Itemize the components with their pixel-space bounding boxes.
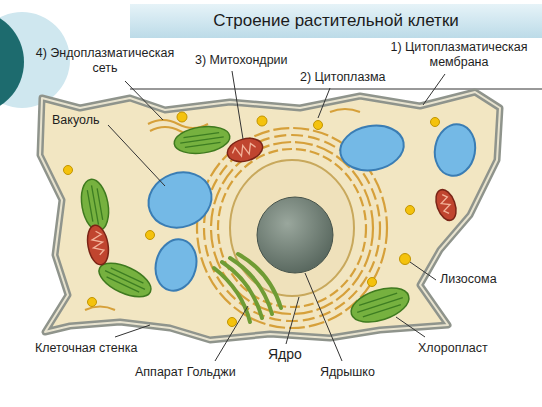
cristae [91, 230, 105, 255]
golgi-cisterna [222, 262, 262, 318]
cristae [231, 142, 257, 158]
thylakoids [355, 292, 404, 318]
leader-line [286, 297, 299, 344]
lysosomes [64, 112, 440, 327]
mitochondrion [225, 135, 265, 166]
label-slot: Аппарат Гольджи [135, 365, 236, 380]
chloroplast [172, 123, 231, 157]
title-band [130, 4, 542, 38]
label-slot: Хлоропласт [418, 341, 488, 356]
lysosome [257, 116, 267, 126]
label-slot: Лизосома [440, 272, 497, 287]
title-slot: Строение растительной клетки [130, 11, 542, 30]
cristae [438, 193, 452, 215]
label-slot: 2) Цитоплазма [300, 70, 386, 85]
label-slot: 3) Митохондрии [195, 53, 288, 68]
er-strand [330, 109, 360, 112]
vacuole [431, 121, 479, 179]
leader-line [396, 317, 425, 337]
mitochondrion-body [225, 135, 265, 166]
er-strand [85, 307, 115, 311]
part-label: 4) Эндоплазматическая сеть [25, 46, 185, 76]
leader-line [215, 306, 248, 361]
er-ring [218, 149, 366, 307]
part-label: Аппарат Гольджи [135, 365, 236, 380]
part-label: Клеточная стенка [35, 341, 137, 356]
lysosome [431, 118, 440, 127]
lysosome [406, 206, 415, 215]
leader-line [232, 71, 243, 139]
cell-membrane [40, 92, 500, 340]
label-slot: Клеточная стенка [35, 341, 137, 356]
er-strands [85, 109, 360, 310]
chloroplast-body [172, 123, 231, 157]
mitochondrion [432, 187, 460, 223]
part-label: 3) Митохондрии [195, 53, 288, 68]
vacuole [337, 121, 408, 175]
leader-line [410, 262, 436, 280]
lysosome [64, 166, 73, 175]
nucleolus [257, 197, 333, 273]
thylakoids [180, 132, 225, 148]
part-label: Ядро [268, 347, 302, 362]
decor-circle [0, 10, 24, 114]
part-label: 2) Цитоплазма [300, 70, 386, 85]
leader-line [115, 325, 150, 337]
label-slot: 1) Цитоплазматическая мембрана [380, 40, 538, 70]
thylakoids [103, 266, 147, 294]
mitochondrion-body [85, 224, 112, 267]
thylakoids [87, 184, 104, 225]
part-label: Ядрышко [320, 365, 375, 380]
leader-line [423, 74, 445, 105]
part-label: Хлоропласт [418, 341, 488, 356]
lysosome [368, 278, 377, 287]
leader-line [305, 273, 342, 361]
lysosome [400, 254, 411, 265]
label-slot: 4) Эндоплазматическая сеть [25, 46, 185, 76]
lysosome [146, 231, 155, 240]
cell-wall [40, 92, 500, 340]
part-label: Лизосома [440, 272, 497, 287]
leader-line [108, 125, 165, 186]
leader-line [318, 88, 330, 118]
golgi-cisterna [238, 254, 281, 308]
golgi [214, 254, 281, 322]
leader-line [125, 81, 163, 120]
label-slot: Ядро [268, 347, 302, 362]
part-label: 1) Цитоплазматическая мембрана [380, 40, 538, 70]
label-slot: Вакуоль [52, 113, 99, 128]
lysosome [314, 121, 323, 130]
lysosome [88, 298, 97, 307]
leader-lines [108, 71, 445, 361]
lysosome [228, 318, 237, 327]
label-slot: Ядрышко [320, 365, 375, 380]
part-label: Вакуоль [52, 113, 99, 128]
mitochondrion [85, 224, 112, 267]
vacuole [150, 235, 202, 296]
rule-line [130, 89, 542, 90]
golgi-cisterna [230, 258, 272, 314]
vacuole [141, 164, 220, 237]
mitochondrion-body [432, 187, 460, 223]
lysosome [177, 112, 187, 122]
vacuoles [141, 121, 480, 296]
diagram-title: Строение растительной клетки [130, 11, 542, 30]
golgi-cisterna [214, 268, 250, 322]
